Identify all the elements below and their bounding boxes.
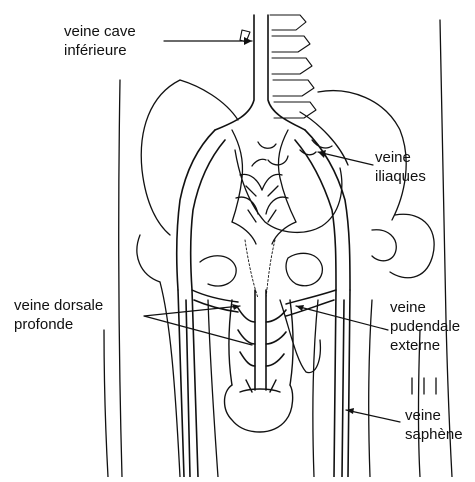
sacrum-outline bbox=[245, 240, 275, 298]
label-dorsal-vein: veine dorsale profonde bbox=[14, 296, 103, 334]
label-saphenous-line-2: saphène bbox=[405, 425, 463, 444]
leader-pudendal bbox=[296, 306, 388, 330]
spine-vertebrae bbox=[240, 15, 316, 118]
label-iliac: veine iliaques bbox=[375, 148, 426, 186]
label-iliac-line-2: iliaques bbox=[375, 167, 426, 186]
leader-dorsal-2 bbox=[144, 316, 252, 345]
label-vena-cava: veine cave inférieure bbox=[64, 22, 136, 60]
label-vena-cava-line-1: veine cave bbox=[64, 22, 136, 41]
label-vena-cava-line-2: inférieure bbox=[64, 41, 136, 60]
label-saphenous-line-1: veine bbox=[405, 406, 463, 425]
label-dorsal-vein-line-1: veine dorsale bbox=[14, 296, 103, 315]
label-pudendal-line-3: externe bbox=[390, 336, 460, 355]
label-dorsal-vein-line-2: profonde bbox=[14, 315, 103, 334]
leader-saphenous bbox=[346, 410, 400, 422]
label-pudendal-line-2: pudendale bbox=[390, 317, 460, 336]
external-pudendal-veins bbox=[192, 290, 336, 316]
label-iliac-line-1: veine bbox=[375, 148, 426, 167]
penis-outline bbox=[225, 300, 294, 432]
label-pudendal: veine pudendale externe bbox=[390, 298, 460, 355]
label-saphenous: veine saphène bbox=[405, 406, 463, 444]
label-pudendal-line-1: veine bbox=[390, 298, 460, 317]
femoral-veins bbox=[178, 290, 350, 477]
inferior-vena-cava bbox=[215, 15, 305, 130]
body-outline bbox=[104, 20, 452, 477]
deep-dorsal-vein bbox=[238, 290, 286, 390]
internal-iliac-network bbox=[232, 130, 332, 244]
leader-iliac bbox=[318, 152, 373, 165]
